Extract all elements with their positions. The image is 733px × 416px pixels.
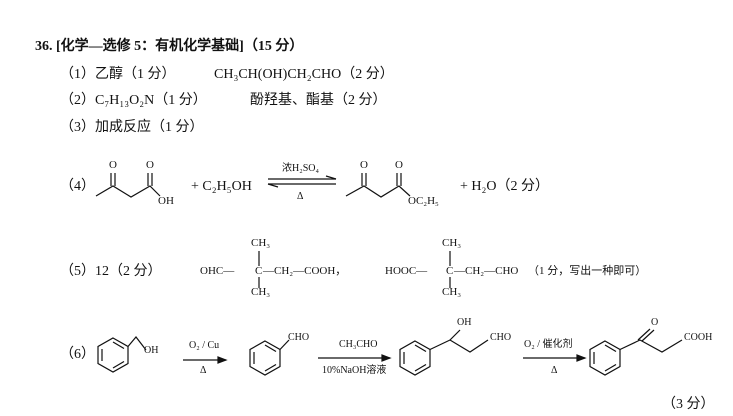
q1-formula: CH₃CH(OH)CH₂CHO（2 分）: [214, 67, 394, 82]
arrow2-condition: 10%NaOH溶液: [322, 365, 387, 376]
q6-label: （6）: [60, 347, 95, 362]
q6-score: （3 分）: [662, 397, 715, 412]
s1-center: C: [255, 265, 263, 277]
product-oxygen: O: [651, 317, 659, 328]
ester-ethoxy: OC₂H₅: [408, 195, 439, 207]
s1-left: OHC—: [200, 265, 235, 277]
ester-oxygen-1: O: [360, 159, 368, 171]
arrow2-reagent: CH₃CHO: [339, 339, 378, 350]
q3-answer: （3）加成反应（1 分）: [60, 120, 204, 135]
s2-right: —CH₂—CHO: [454, 265, 519, 277]
s2-bottom-methyl: CH₃: [442, 286, 462, 298]
q5-note: （1 分，写出一种即可）: [528, 265, 647, 277]
s2-center: C: [446, 265, 454, 277]
s2-top-methyl: CH₃: [442, 237, 462, 249]
arrow3-reagent: O₂ / 催化剂: [524, 339, 573, 350]
intermediate-hydroxyl: OH: [457, 317, 472, 328]
heat-label: Δ: [297, 191, 304, 202]
question-title: 36. [化学—选修 5：有机化学基础]（15 分）: [35, 39, 304, 54]
acid-oxygen-2: O: [146, 159, 154, 171]
s1-top-methyl: CH₃: [251, 237, 271, 249]
benzyl-hydroxyl: OH: [144, 345, 159, 356]
s1-right: —CH₂—COOH，: [263, 265, 347, 277]
s1-bottom-methyl: CH₃: [251, 286, 271, 298]
arrow1-condition: Δ: [200, 365, 207, 376]
arrow3-condition: Δ: [551, 365, 558, 376]
catalyst-label: 浓H₂SO₄: [282, 163, 319, 174]
acid-oxygen-1: O: [109, 159, 117, 171]
acid-hydroxyl: OH: [158, 195, 174, 207]
q2-answer: （2）C₇H₁₃O₂N（1 分）: [60, 93, 207, 108]
intermediate-cho: CHO: [490, 332, 512, 343]
benzaldehyde-cho: CHO: [288, 332, 310, 343]
ethanol: + C₂H₅OH: [191, 179, 252, 194]
q1-answer: （1）乙醇（1 分）: [60, 67, 176, 82]
q4-label: （4）: [60, 179, 95, 194]
water-product: + H₂O（2 分）: [460, 179, 549, 194]
q5-answer: （5）12（2 分）: [60, 264, 162, 279]
product-cooh: COOH: [684, 332, 713, 343]
arrow1-reagent: O₂ / Cu: [189, 340, 220, 351]
q2-groups: 酚羟基、酯基（2 分）: [250, 93, 387, 108]
ester-oxygen-2: O: [395, 159, 403, 171]
s2-left: HOOC—: [385, 265, 428, 277]
